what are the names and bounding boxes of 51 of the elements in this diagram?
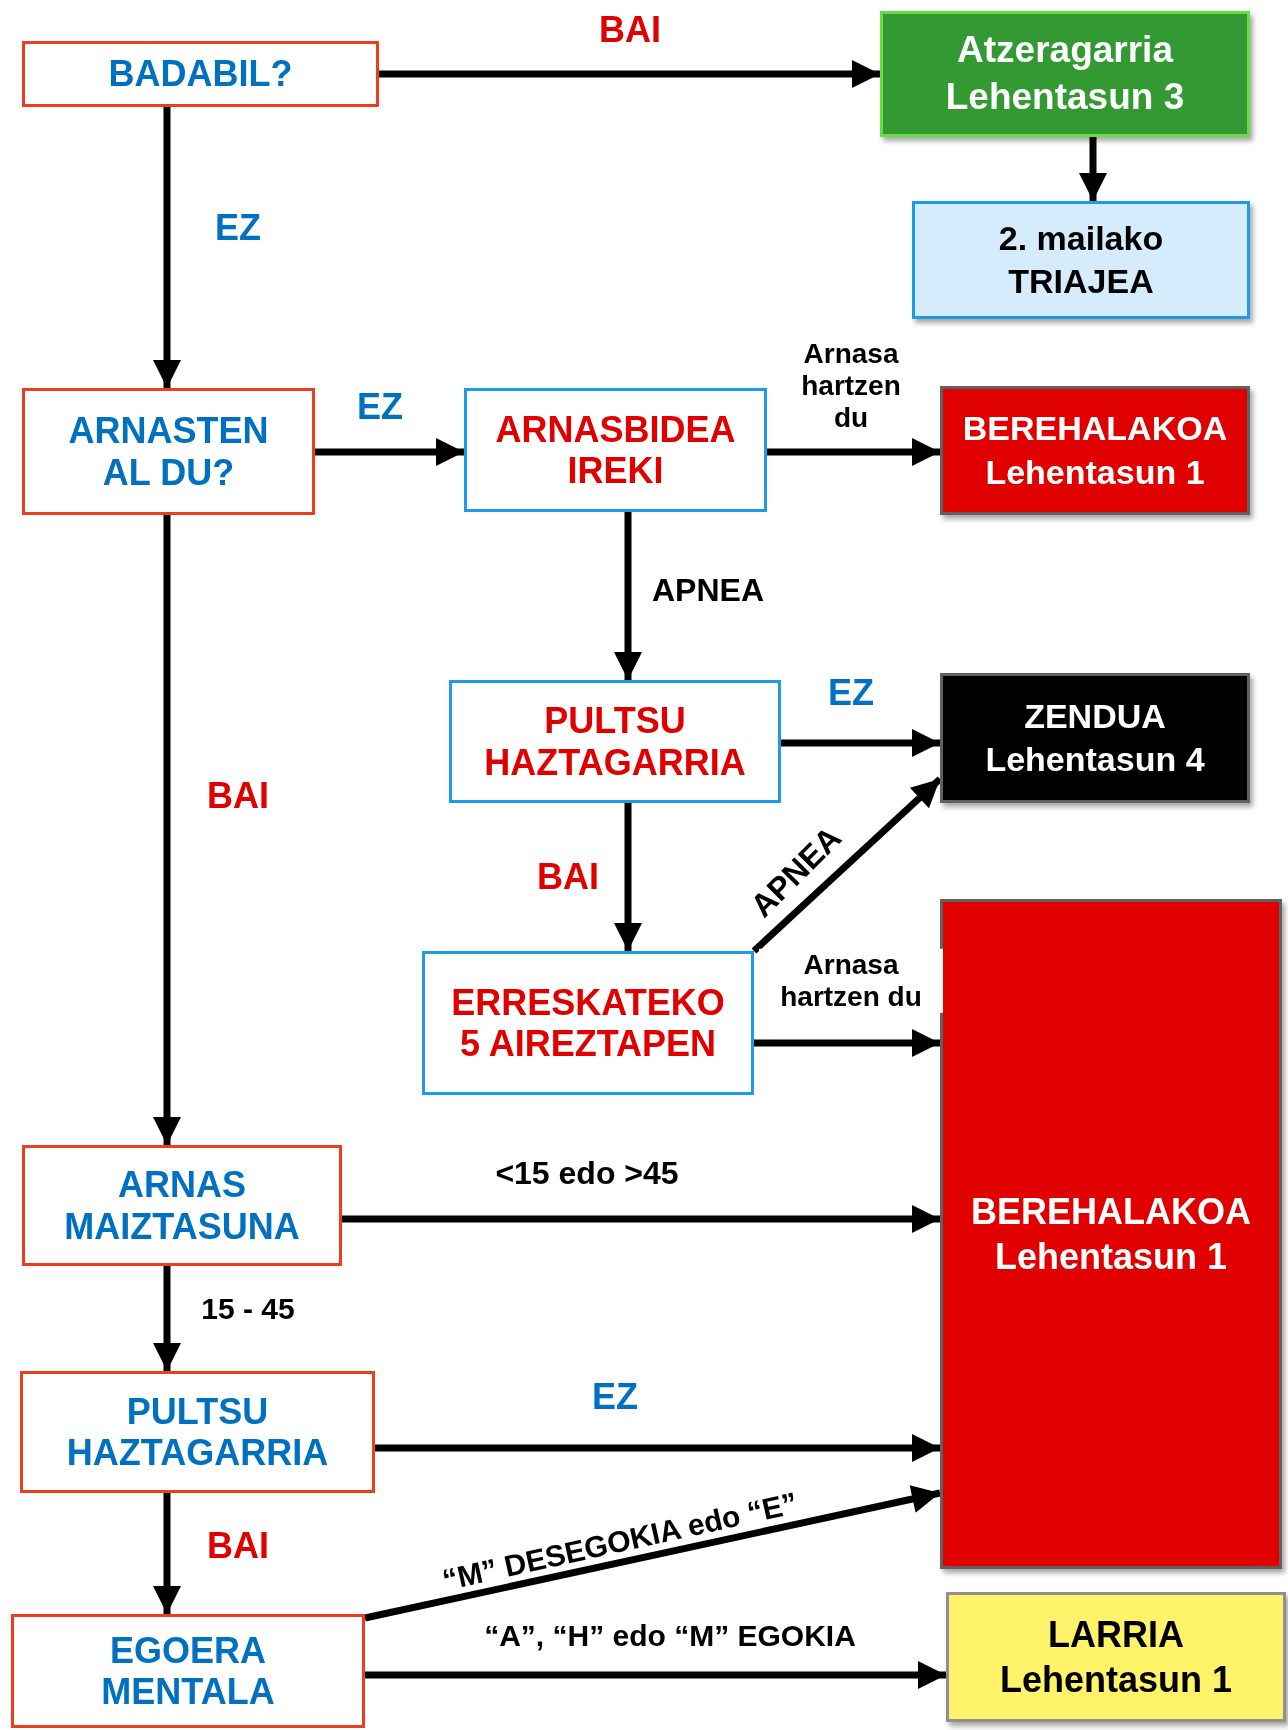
node-text: EGOERA MENTALA	[100, 1629, 276, 1713]
arrow	[153, 107, 181, 388]
arrow	[379, 60, 880, 88]
arrow	[153, 515, 181, 1145]
node-text: LARRIA	[1048, 1613, 1184, 1655]
priority-text: Lehentasun 1	[994, 1236, 1228, 1278]
action-box	[449, 680, 781, 803]
priority-text: Lehentasun 4	[985, 740, 1205, 780]
arrow	[365, 1661, 946, 1689]
arrow	[342, 1205, 940, 1233]
decision-box	[11, 1614, 365, 1728]
arrow	[781, 729, 940, 757]
node-text: ZENDUA	[1024, 696, 1166, 736]
arrow	[767, 438, 940, 466]
decision-box	[22, 41, 379, 107]
node-text: ARNASBIDEA IREKI	[494, 408, 737, 492]
priority-box	[940, 899, 1282, 1569]
arrow	[375, 1434, 940, 1462]
arrow	[1079, 137, 1107, 201]
action-box	[422, 951, 754, 1095]
node-text: ARNASTEN AL DU?	[67, 410, 270, 493]
arrow	[153, 1266, 181, 1371]
priority-text: TRIAJEA	[1008, 262, 1154, 302]
arrow	[754, 1029, 940, 1057]
edge-label: Arnasa hartzen du	[759, 948, 943, 1014]
node-text: BEREHALAKOA	[962, 409, 1228, 449]
action-box	[464, 388, 767, 512]
arrow	[153, 1493, 181, 1614]
decision-box	[20, 1371, 375, 1493]
arrow	[315, 438, 464, 466]
node-text: ERRESKATEKO 5 AIREZTAPEN	[450, 981, 726, 1065]
priority-text: Lehentasun 1	[999, 1659, 1233, 1701]
priority-box	[880, 11, 1250, 137]
priority-box	[946, 1592, 1286, 1722]
priority-text: Lehentasun 3	[945, 76, 1185, 119]
node-text: BEREHALAKOA	[971, 1190, 1251, 1232]
decision-box	[22, 388, 315, 515]
triage-box	[912, 201, 1250, 319]
priority-text: Lehentasun 1	[985, 452, 1205, 492]
node-text: Atzeragarria	[957, 29, 1173, 72]
priority-box	[940, 386, 1250, 515]
arrow	[364, 1485, 941, 1622]
arrow	[614, 803, 642, 951]
node-text: BADABIL?	[108, 53, 293, 95]
decision-box	[22, 1145, 342, 1266]
node-text: ARNAS MAIZTASUNA	[63, 1164, 301, 1247]
node-text: PULTSU HAZTAGARRIA	[483, 700, 747, 783]
priority-box	[940, 673, 1250, 803]
node-text: 2. mailako	[998, 218, 1164, 258]
node-text: PULTSU HAZTAGARRIA	[65, 1390, 330, 1474]
arrow	[614, 512, 642, 680]
